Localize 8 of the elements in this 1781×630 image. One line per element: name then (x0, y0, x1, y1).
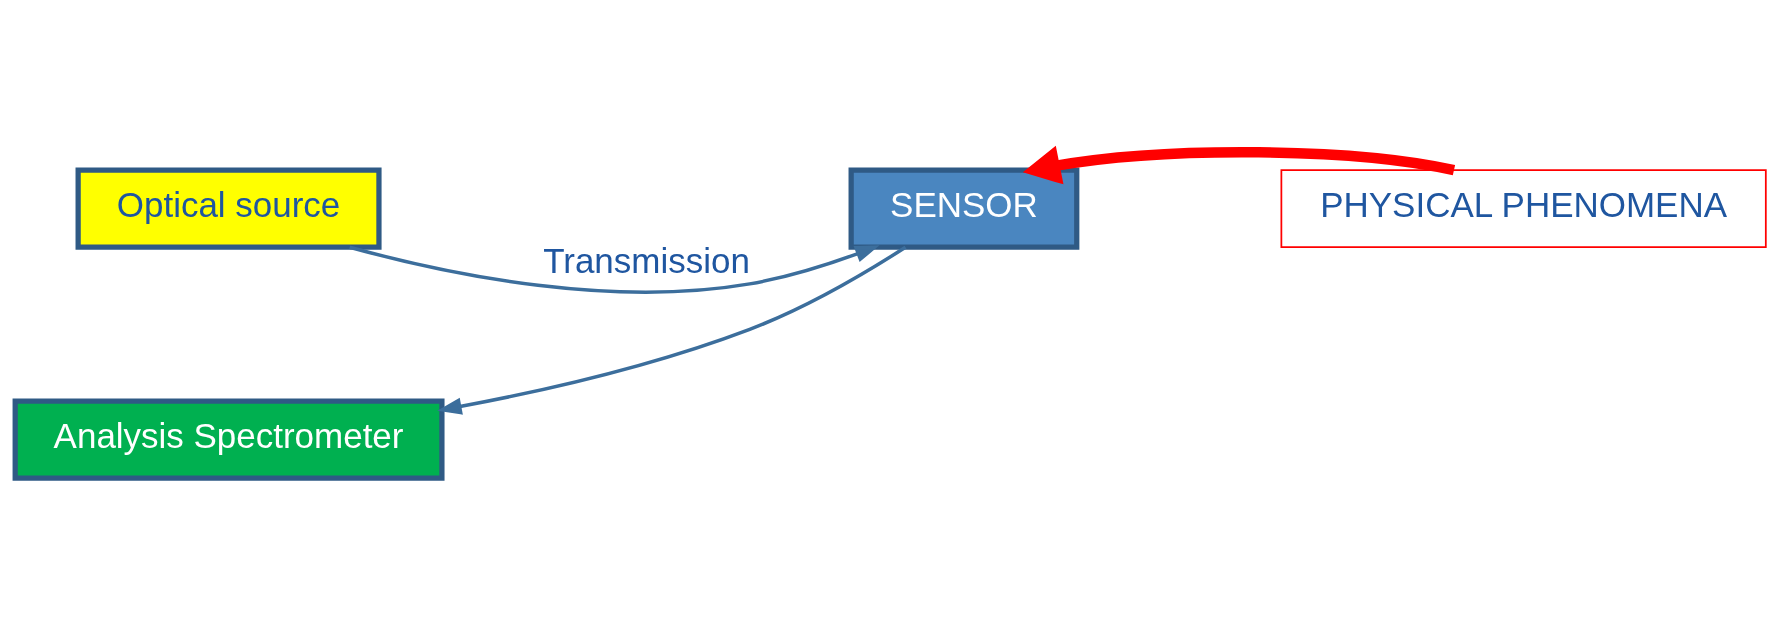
node-box: PHYSICAL PHENOMENA (1280, 169, 1767, 249)
node-box: Optical source (75, 167, 382, 250)
edge-label: Transmission (543, 241, 750, 281)
arrow (437, 245, 907, 415)
arrow (1022, 145, 1455, 185)
node-box: Analysis Spectrometer (12, 398, 445, 481)
arrow (349, 245, 880, 294)
node-box: SENSOR (848, 167, 1080, 250)
